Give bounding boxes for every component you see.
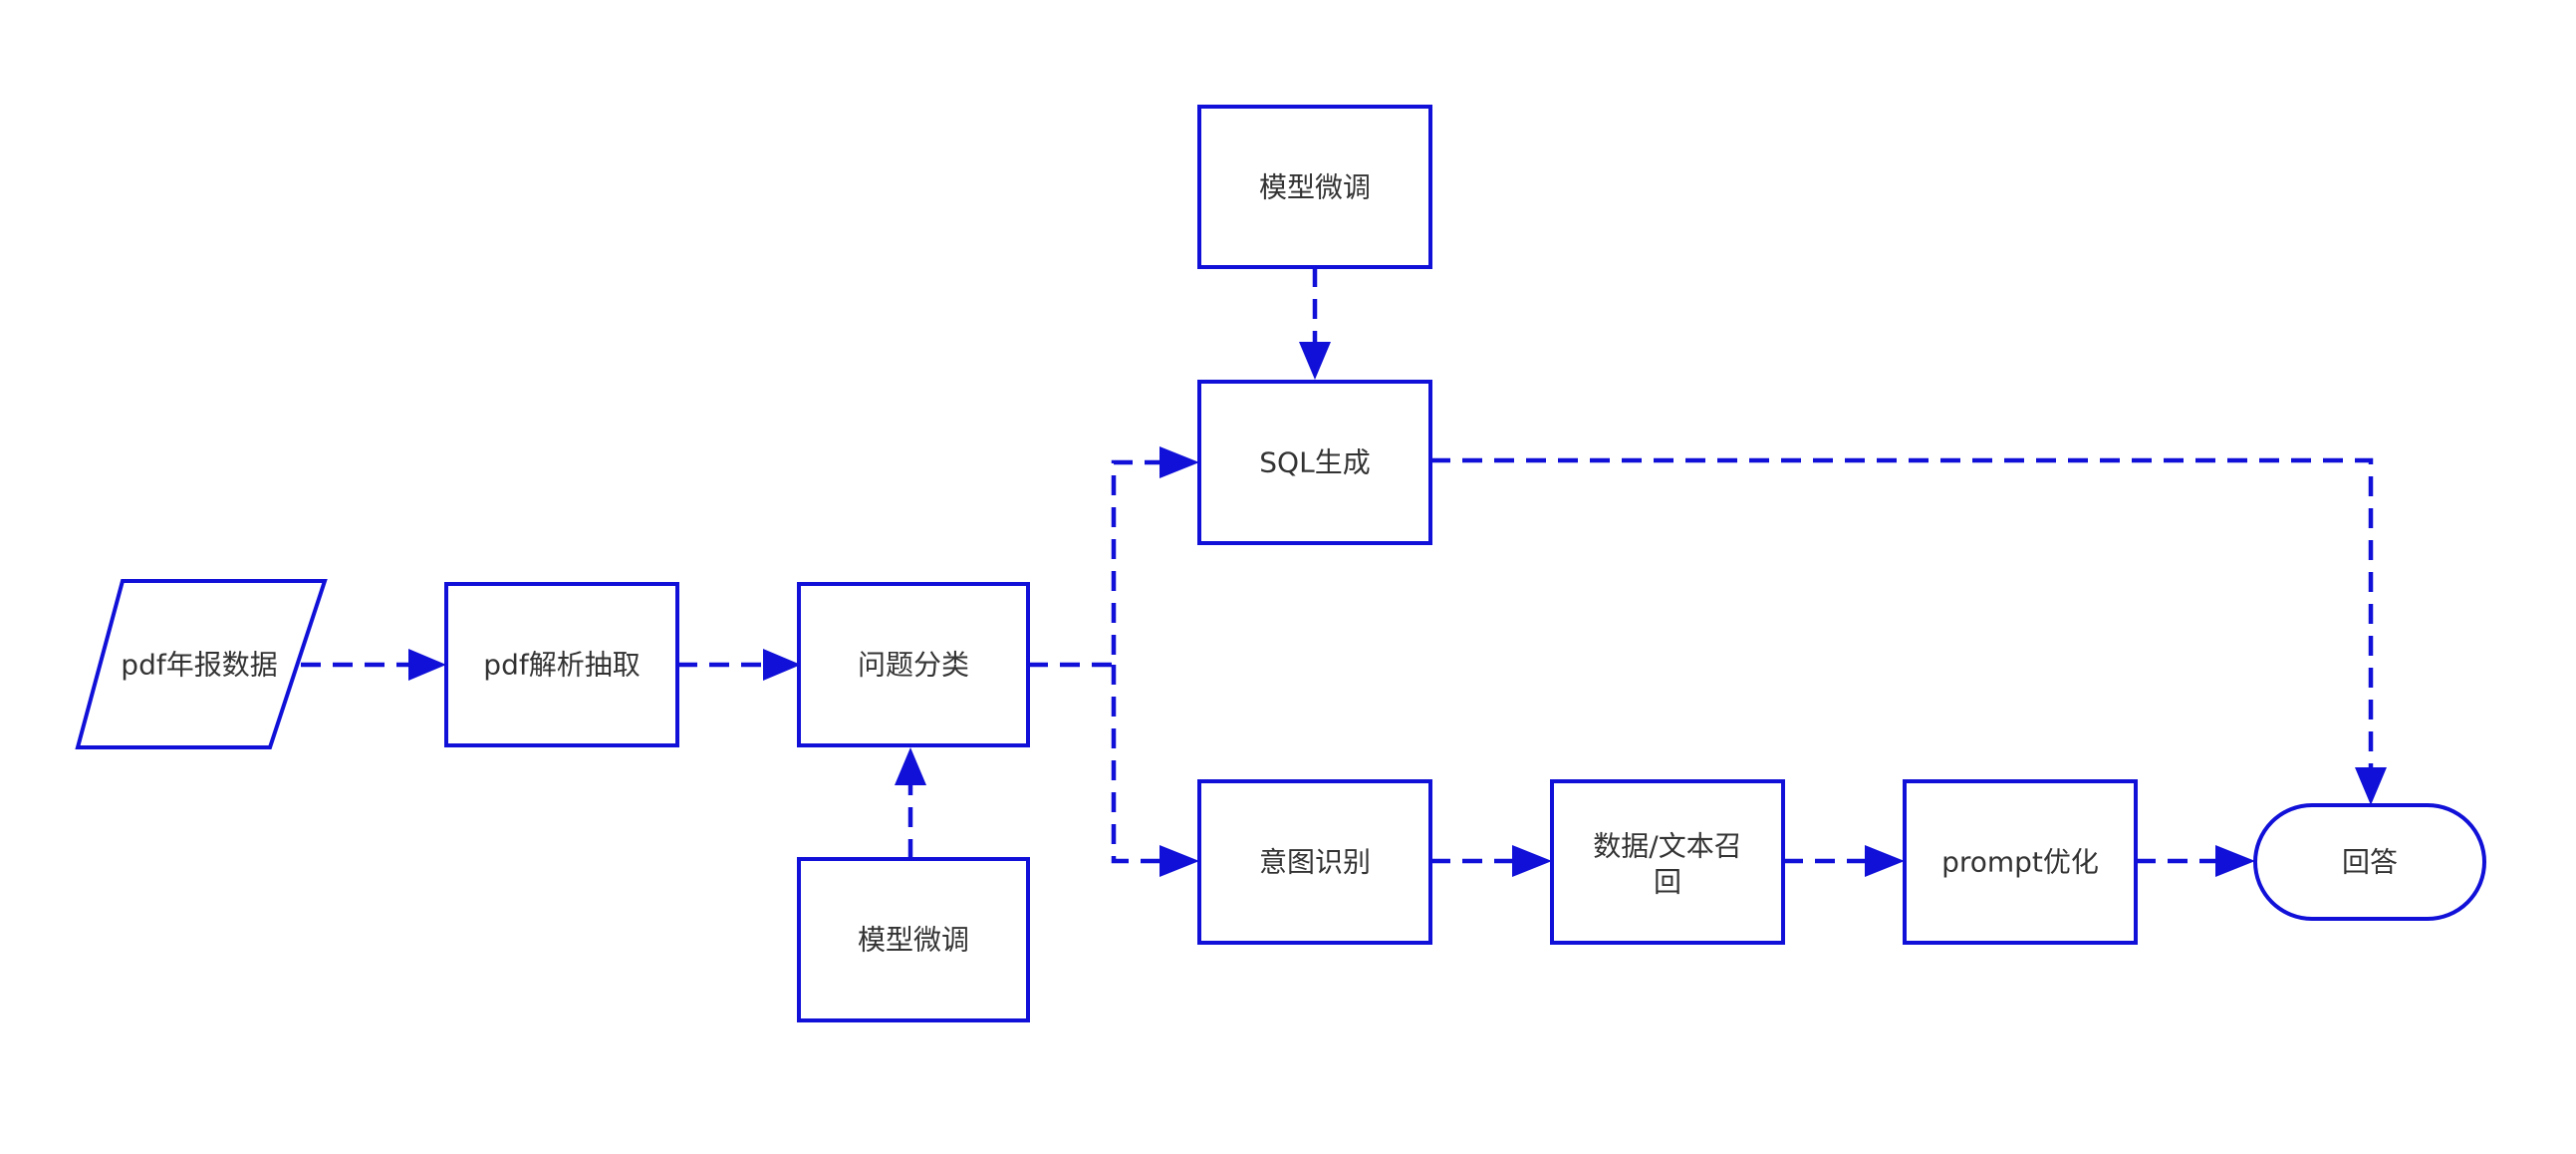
arrow-head-classify-to-intent [1159,845,1199,877]
node-pdf-annual-report-data-shape [75,579,328,749]
node-pdf-parse-extract[interactable]: pdf解析抽取 [444,582,679,747]
arrow-head-pdf-data-to-parse [408,649,446,681]
node-intent-recognition[interactable]: 意图识别 [1197,779,1432,945]
node-model-finetune-top[interactable]: 模型微调 [1197,105,1432,269]
node-model-finetune-top-shape [1197,105,1432,269]
node-intent-recognition-label: 意图识别 [1259,846,1371,879]
arrow-head-sql-to-answer [2355,767,2387,805]
arrow-head-intent-to-recall [1512,845,1552,877]
node-answer[interactable]: 回答 [2253,803,2486,921]
node-data-text-recall-label-line1: 数据/文本召 [1593,830,1741,863]
node-answer-shape [2253,803,2486,921]
node-intent-recognition-shape [1197,779,1432,945]
node-data-text-recall-shape [1550,779,1785,945]
node-data-text-recall[interactable]: 数据/文本召 回 [1550,779,1785,945]
edge-classify-to-sql [1028,459,1159,668]
node-sql-generation-label: SQL生成 [1259,446,1370,479]
node-pdf-parse-extract-shape [444,582,679,747]
arrow-head-prompt-to-answer [2215,845,2255,877]
node-data-text-recall-label-line2: 回 [1654,866,1681,899]
arrow-head-parse-to-classify [763,649,801,681]
arrow-head-classify-to-sql [1159,446,1199,478]
node-question-classification[interactable]: 问题分类 [797,582,1030,747]
node-sql-generation[interactable]: SQL生成 [1197,380,1432,545]
edge-classify-to-intent [1111,665,1159,864]
node-question-classification-label: 问题分类 [858,649,969,682]
node-pdf-annual-report-data-label: pdf年报数据 [121,649,277,682]
node-question-classification-shape [797,582,1030,747]
edge-sql-to-answer [1430,457,2374,767]
node-prompt-optimization-shape [1903,779,2138,945]
node-sql-generation-shape [1197,380,1432,545]
node-model-finetune-bottom-label: 模型微调 [858,924,969,957]
node-answer-label: 回答 [2342,846,2398,879]
arrow-head-finetune-to-sql [1299,342,1331,380]
edges [301,267,2387,877]
node-pdf-parse-extract-label: pdf解析抽取 [483,649,640,682]
node-model-finetune-bottom-shape [797,857,1030,1022]
node-prompt-optimization[interactable]: prompt优化 [1903,779,2138,945]
node-model-finetune-top-label: 模型微调 [1259,171,1371,204]
arrow-head-recall-to-prompt [1865,845,1905,877]
node-pdf-annual-report-data[interactable]: pdf年报数据 [75,579,328,749]
node-prompt-optimization-label: prompt优化 [1941,846,2099,879]
nodes: pdf年报数据 pdf解析抽取 问题分类 模型微调 模型微调 SQL生成 [75,105,2486,1022]
node-model-finetune-bottom[interactable]: 模型微调 [797,857,1030,1022]
arrow-head-finetune-to-classify [895,747,926,785]
